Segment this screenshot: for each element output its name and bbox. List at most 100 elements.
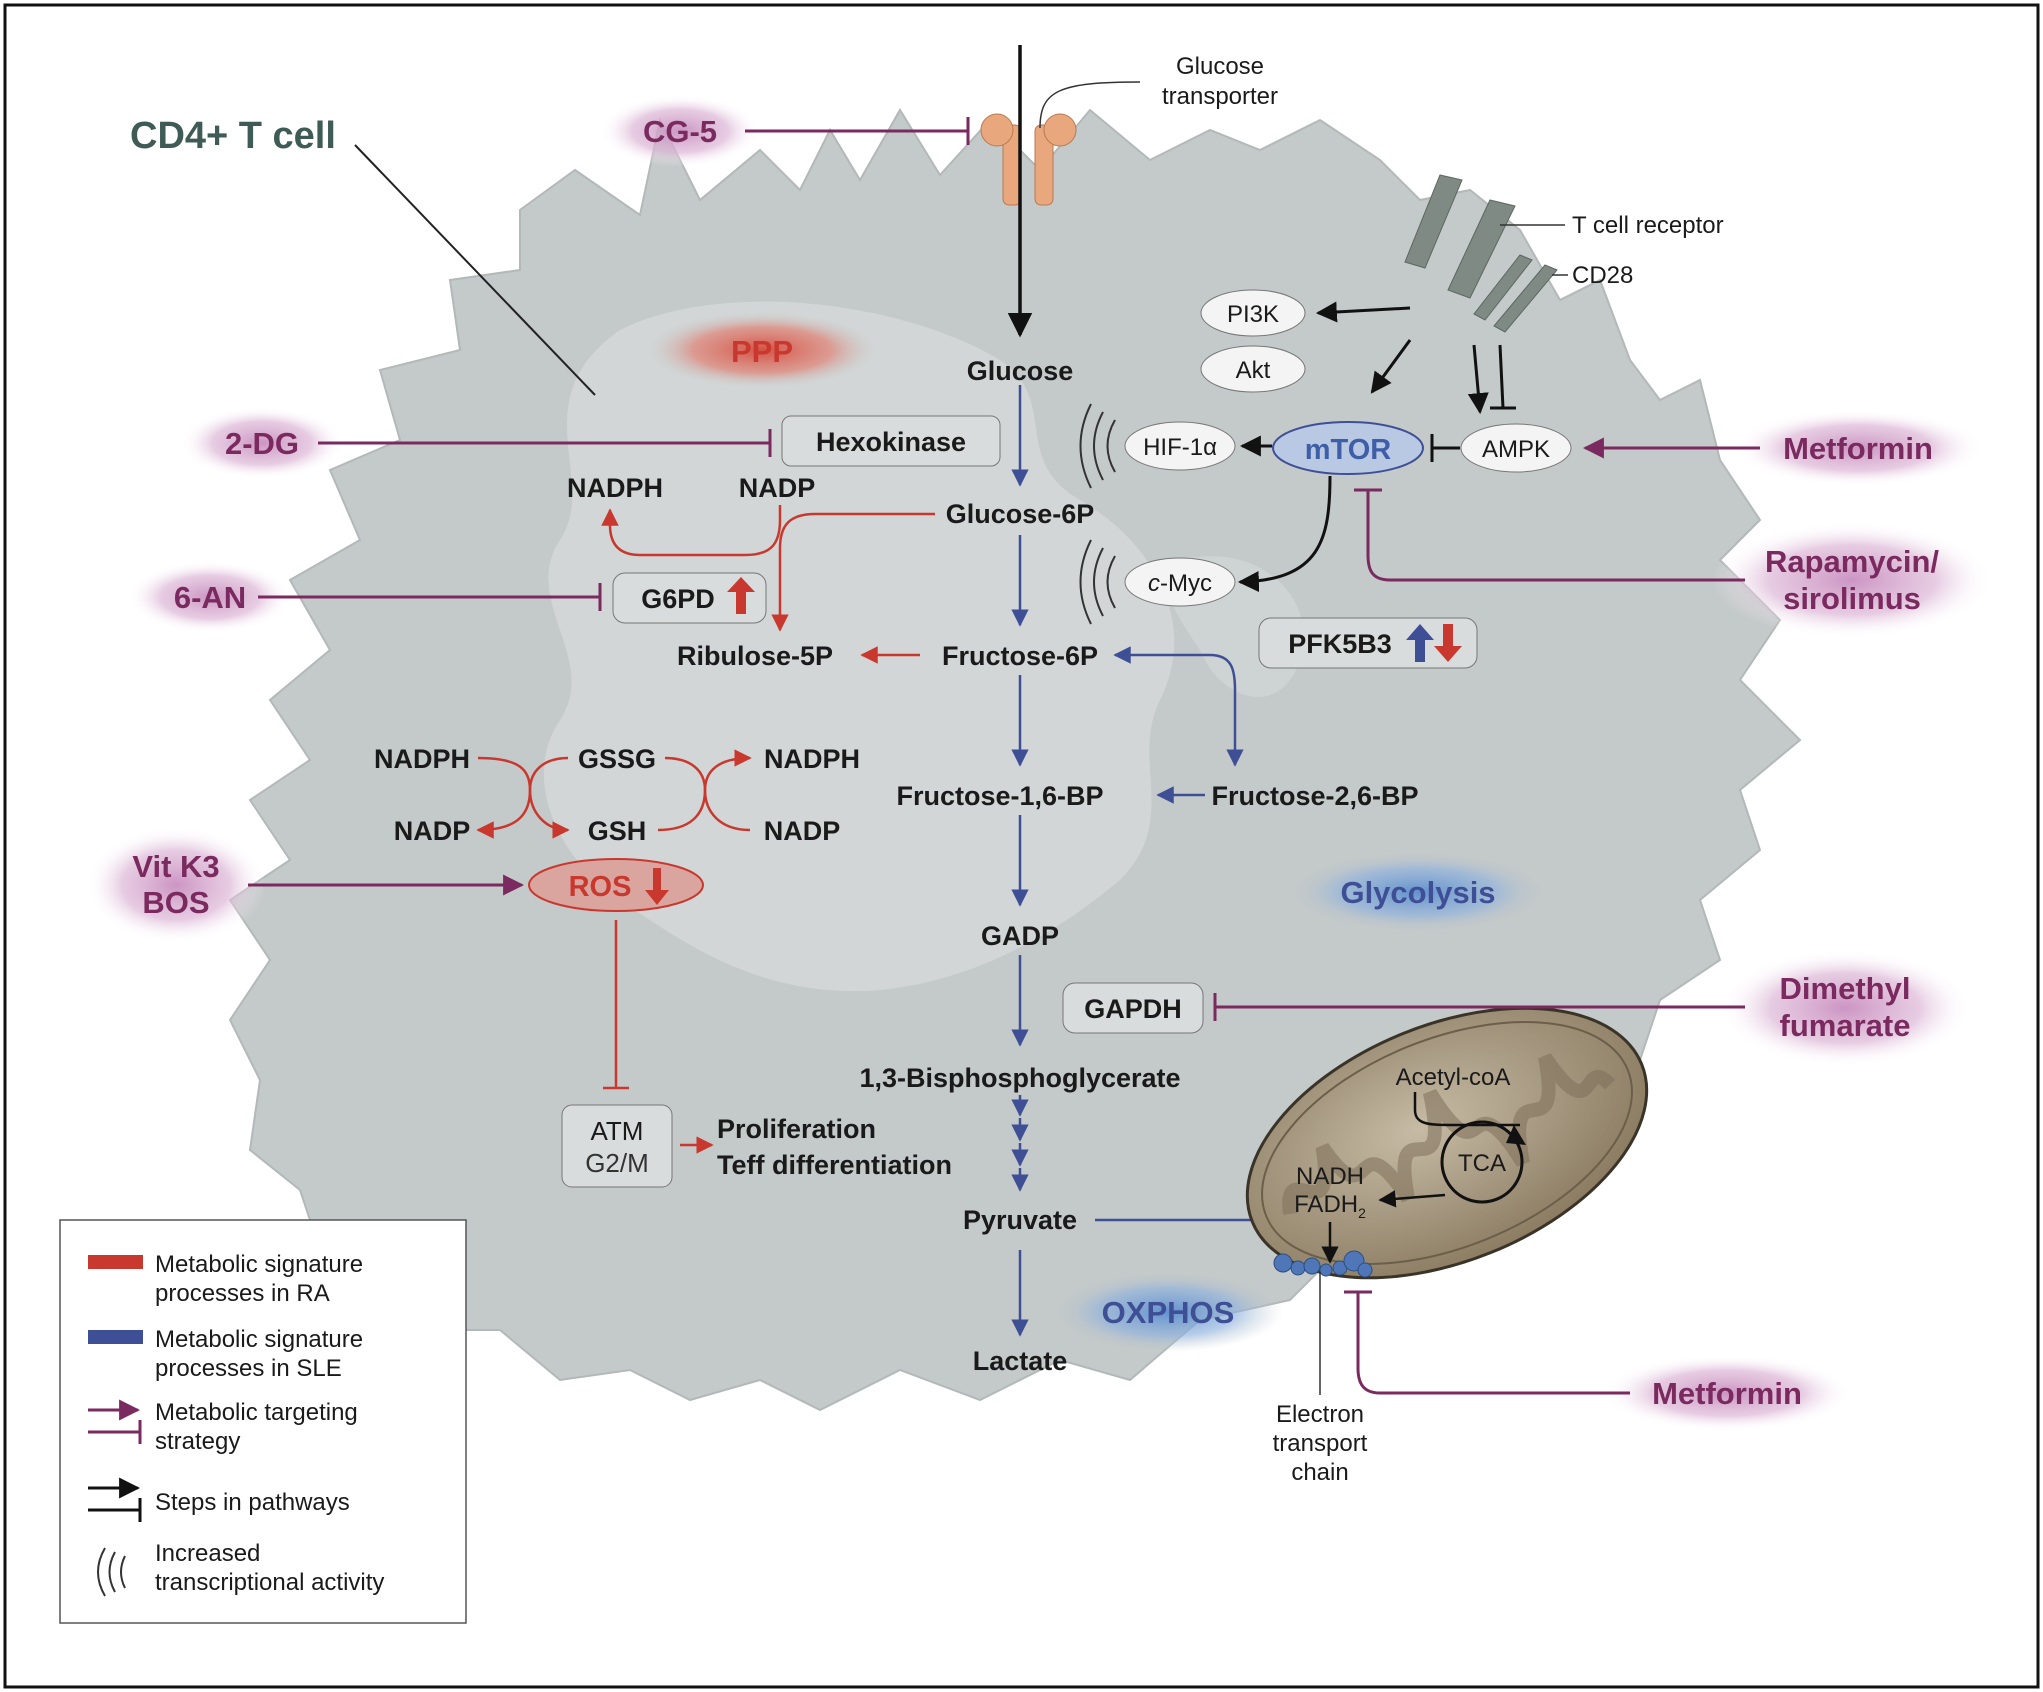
atm-label-2: G2/M xyxy=(585,1148,649,1178)
metformin-bottom-inhibition xyxy=(1344,1290,1630,1395)
mtor-node xyxy=(1272,421,1424,475)
cmyc-label: c-Myc xyxy=(1148,570,1212,597)
tca-label: TCA xyxy=(1458,1150,1506,1177)
cell-title: CD4+ T cell xyxy=(130,115,336,157)
g6p-to-ribulose xyxy=(771,512,935,632)
ampk-inhibits-mtor xyxy=(1430,434,1460,462)
cg5-inhibition xyxy=(745,117,970,145)
tcr-label: T cell receptor xyxy=(1572,212,1724,239)
gapdh-label: GAPDH xyxy=(1084,994,1182,1024)
nadph-right-label: NADPH xyxy=(764,744,860,774)
nadp-to-nadph xyxy=(601,505,782,557)
gapdh-box xyxy=(1062,982,1204,1034)
g6pd-label: G6PD xyxy=(641,584,715,614)
gsh-label: GSH xyxy=(588,816,647,846)
teff-label: Teff differentiation xyxy=(717,1150,952,1180)
gssg-label: GSSG xyxy=(578,744,656,774)
pfk-up-arrow xyxy=(1406,624,1434,662)
cmyc-node xyxy=(1124,557,1236,607)
ros-down-arrow xyxy=(645,868,669,905)
mtor-label: mTOR xyxy=(1305,434,1392,466)
pi3k-label: PI3K xyxy=(1227,301,1279,328)
ppp-label: PPP xyxy=(731,334,793,369)
acetyl-to-tca xyxy=(1413,1092,1520,1127)
metformin-top-label: Metformin xyxy=(1783,431,1933,466)
glutathione-arrows xyxy=(476,749,752,839)
dmf-label-2: fumarate xyxy=(1780,1008,1911,1043)
pi3k-node xyxy=(1200,289,1306,337)
akt-label: Akt xyxy=(1236,357,1271,384)
vitk3-label-1: Vit K3 xyxy=(132,849,219,884)
tcr-to-mtor xyxy=(1370,339,1412,394)
fadh-label: FADH2 xyxy=(1294,1191,1366,1221)
ampk-node xyxy=(1460,423,1572,473)
hif-label: HIF-1α xyxy=(1143,434,1217,461)
lactate-label: Lactate xyxy=(973,1346,1068,1376)
legend-sle-1: Metabolic signature xyxy=(155,1326,363,1353)
nadp-left-label: NADP xyxy=(394,816,471,846)
tca-to-nadh xyxy=(1378,1190,1446,1208)
pfk-label: PFK5B3 xyxy=(1288,629,1392,659)
glycolysis-label: Glycolysis xyxy=(1340,875,1495,910)
ros-inhibits-atm xyxy=(603,920,629,1090)
dmf-label-1: Dimethyl xyxy=(1780,971,1911,1006)
dg-label: 2-DG xyxy=(225,426,299,461)
dmf-glow xyxy=(1720,950,1970,1066)
legend-ra-1: Metabolic signature xyxy=(155,1251,363,1278)
atm-box xyxy=(561,1104,673,1188)
transporter-label-2: transporter xyxy=(1162,83,1278,110)
cmyc-transcription-mark xyxy=(1079,539,1116,625)
legend-transcription-1: Increased xyxy=(155,1540,260,1567)
outer-frame xyxy=(3,3,2040,1689)
nadp-top-label: NADP xyxy=(739,473,816,503)
atm-label-1: ATM xyxy=(591,1116,644,1146)
transporter-label-1: Glucose xyxy=(1176,53,1264,80)
legend-target-1: Metabolic targeting xyxy=(155,1399,358,1426)
cd28-label: CD28 xyxy=(1572,262,1633,289)
legend-steps-inhibit xyxy=(88,1498,142,1522)
oxphos-glow xyxy=(1053,1272,1283,1352)
rapamycin-label-1: Rapamycin/ xyxy=(1765,544,1939,579)
nadp-right-label: NADP xyxy=(764,816,841,846)
hexokinase-box xyxy=(781,415,1001,467)
etc-complexes xyxy=(1273,1250,1373,1278)
an-label: 6-AN xyxy=(174,580,246,615)
an-inhibition xyxy=(258,583,602,611)
metformin-bottom-glow xyxy=(1602,1355,1852,1431)
tcr-to-pi3k xyxy=(1315,301,1411,323)
acetyl-label: Acetyl-coA xyxy=(1396,1064,1511,1091)
hif-transcription-mark xyxy=(1079,403,1116,489)
g6pd-box xyxy=(612,572,767,624)
tca-arrow-head xyxy=(1506,1125,1526,1145)
nadph-top-label: NADPH xyxy=(567,473,663,503)
rapamycin-inhibition xyxy=(1354,488,1745,582)
metformin-top-glow xyxy=(1733,410,1983,486)
glucose-transporter xyxy=(980,113,1077,206)
legend-ra-2: processes in RA xyxy=(155,1280,330,1307)
ribulose-label: Ribulose-5P xyxy=(677,641,833,671)
g6pd-up-arrow xyxy=(727,577,755,614)
oxphos-label: OXPHOS xyxy=(1102,1295,1235,1330)
vitk3-glow xyxy=(86,827,266,943)
dmf-inhibition xyxy=(1213,993,1745,1021)
rapamycin-label-2: sirolimus xyxy=(1783,581,1921,616)
legend-target-2: strategy xyxy=(155,1428,240,1455)
etc-label-2: transport xyxy=(1273,1430,1368,1457)
gadp-label: GADP xyxy=(981,921,1059,951)
fructose6p-label: Fructose-6P xyxy=(942,641,1098,671)
glycolysis-glow xyxy=(1288,852,1548,932)
legend-target-inhibit xyxy=(88,1420,142,1444)
glucose-label: Glucose xyxy=(967,356,1074,386)
legend-box xyxy=(59,1219,467,1624)
f6p-f26bp-loop xyxy=(1113,646,1244,767)
proliferation-label: Proliferation xyxy=(717,1114,876,1144)
metformin-bottom-label: Metformin xyxy=(1652,1376,1802,1411)
cd28-inhibits-ampk xyxy=(1490,344,1516,410)
mtor-to-cmyc xyxy=(1237,475,1332,593)
transporter-leader xyxy=(1039,81,1141,129)
legend-steps-1: Steps in pathways xyxy=(155,1489,350,1516)
legend-transcription-mark xyxy=(97,1547,126,1597)
pyruvate-label: Pyruvate xyxy=(963,1205,1077,1235)
cg5-label: CG-5 xyxy=(643,114,717,149)
ros-label: ROS xyxy=(569,871,632,903)
